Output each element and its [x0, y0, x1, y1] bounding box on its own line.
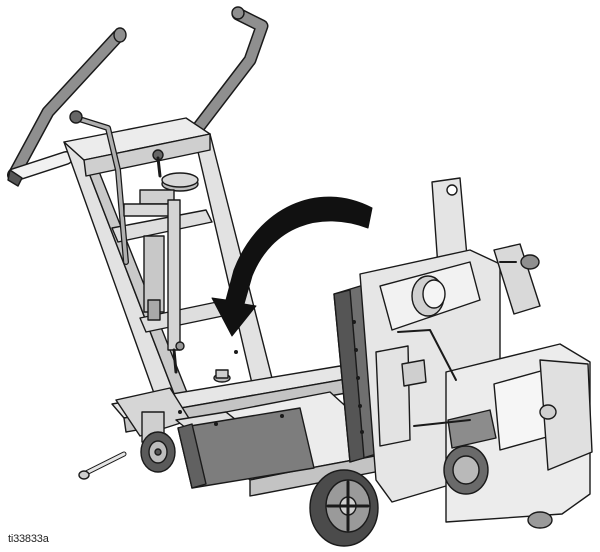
figure-id-label: ti33833a	[8, 533, 49, 545]
handlebar	[7, 6, 269, 187]
engine-unit	[333, 177, 593, 529]
curved-arrow-icon	[211, 196, 373, 337]
caster-wheel	[140, 411, 176, 473]
lift-cylinder-assembly	[69, 110, 199, 374]
bolt-details	[178, 320, 364, 434]
pin-icon	[78, 451, 127, 480]
front-wheel	[309, 469, 379, 547]
